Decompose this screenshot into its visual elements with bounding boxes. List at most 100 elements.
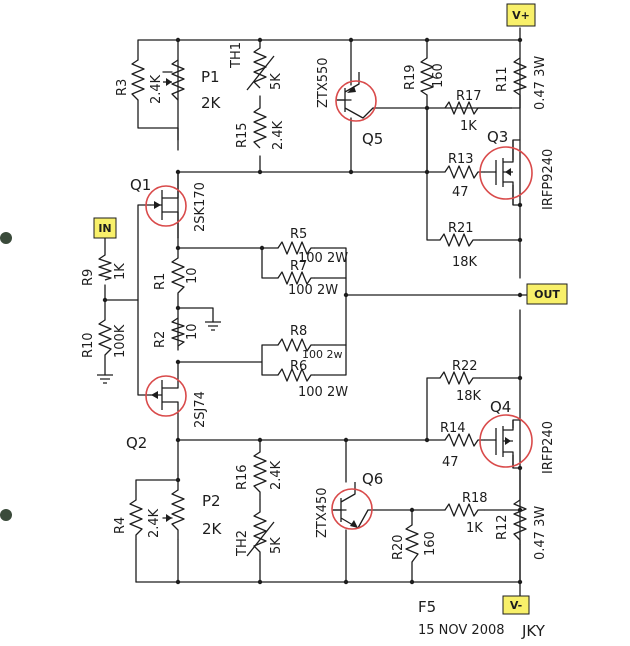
label-r8-value: 100 2w <box>302 348 343 361</box>
label-p2-name: P2 <box>202 492 221 510</box>
label-r12-value: 0.47 3W <box>533 506 548 560</box>
label-r16-name: R16 <box>235 464 250 490</box>
potentiometer-p1 <box>163 59 185 101</box>
output-tag: OUT <box>526 283 568 305</box>
input-tag: IN <box>93 217 117 239</box>
title-block: F5 15 NOV 2008 JKY <box>418 598 546 640</box>
label-r6-value: 100 2W <box>298 385 348 400</box>
label-r18-name: R18 <box>462 491 488 506</box>
label-q5-part: ZTX550 <box>316 57 331 108</box>
resistor-r3 <box>131 59 145 101</box>
label-p1-value: 2K <box>201 94 222 112</box>
label-q2-name: Q2 <box>126 434 147 452</box>
label-r14-value: 47 <box>442 455 459 470</box>
resistor-r1 <box>171 257 185 295</box>
label-th2-value: 5K <box>269 537 284 554</box>
label-r10-value: 100K <box>113 324 128 358</box>
label-r20-value: 160 <box>423 531 438 556</box>
label-q4-name: Q4 <box>490 398 511 416</box>
label-r7-name: R7 <box>290 259 307 274</box>
resistor-r9 <box>98 254 112 281</box>
label-r7-value: 100 2W <box>288 283 338 298</box>
resistor-r7 <box>277 271 315 285</box>
label-th2-name: TH2 <box>235 530 250 557</box>
drawing-title: F5 <box>418 598 436 616</box>
label-r2-name: R2 <box>153 331 168 348</box>
label-r17-name: R17 <box>456 89 482 104</box>
label-r9-value: 1K <box>113 263 128 280</box>
resistor-r21 <box>439 233 480 247</box>
bjt-q6 <box>331 482 373 530</box>
binder-hole <box>0 232 12 244</box>
label-p1-name: P1 <box>201 68 220 86</box>
jfet-q2 <box>145 362 187 417</box>
thermistor-th2 <box>246 511 275 560</box>
label-r3-value: 2.4K <box>149 74 164 104</box>
potentiometer-p2 <box>166 489 185 540</box>
label-r15-value: 2.4K <box>271 120 286 150</box>
resistor-r10 <box>98 319 112 356</box>
label-r11-value: 0.47 3W <box>533 56 548 110</box>
ground-symbol <box>205 321 221 331</box>
bjt-q5 <box>335 72 377 122</box>
resistor-r4 <box>129 499 143 540</box>
junction-dots <box>102 37 523 585</box>
label-r8-name: R8 <box>290 324 307 339</box>
svg-text:V-: V- <box>510 599 522 612</box>
resistor-r5 <box>277 241 315 255</box>
resistor-r15 <box>253 107 267 149</box>
svg-text:IN: IN <box>98 222 111 235</box>
label-r5-value: 100 2W <box>298 251 348 266</box>
label-q2-part: 2SJ74 <box>193 391 208 428</box>
label-r1-value: 10 <box>185 267 200 284</box>
label-r19-value: 160 <box>431 63 446 88</box>
thermistor-th1 <box>246 47 275 91</box>
binder-hole <box>0 509 12 521</box>
label-r15-name: R15 <box>235 122 250 148</box>
resistor-r13 <box>444 165 485 179</box>
label-r6-name: R6 <box>290 359 307 374</box>
label-r10-name: R10 <box>81 332 96 358</box>
label-th1-name: TH1 <box>229 42 244 69</box>
rail-tag-positive: V+ <box>506 3 536 27</box>
label-r13-value: 47 <box>452 185 469 200</box>
svg-text:OUT: OUT <box>534 288 560 301</box>
label-q1-part: 2SK170 <box>193 182 208 232</box>
label-r3-name: R3 <box>115 79 130 96</box>
resistor-r12 <box>513 499 527 545</box>
label-q3-name: Q3 <box>487 128 508 146</box>
label-q6-part: ZTX450 <box>315 487 330 538</box>
label-q3-part: IRFP9240 <box>541 149 556 210</box>
label-p2-value: 2K <box>202 520 223 538</box>
label-r22-name: R22 <box>452 359 478 374</box>
resistor-r22 <box>439 371 480 385</box>
drawing-date: 15 NOV 2008 <box>418 623 505 638</box>
resistor-r8 <box>277 338 315 352</box>
label-r19-name: R19 <box>403 64 418 90</box>
label-r5-name: R5 <box>290 227 307 242</box>
svg-text:V+: V+ <box>512 9 530 22</box>
label-r18-value: 1K <box>466 521 483 536</box>
resistor-r6 <box>277 368 315 382</box>
resistor-r14 <box>444 433 485 447</box>
label-r20-name: R20 <box>391 534 406 560</box>
label-r11-name: R11 <box>495 66 510 92</box>
resistor-r16 <box>253 451 267 500</box>
resistor-r19 <box>420 57 434 96</box>
resistor-r11 <box>513 57 527 100</box>
resistor-r2 <box>171 317 185 347</box>
label-r22-value: 18K <box>456 389 482 404</box>
jfet-q1 <box>145 172 187 238</box>
label-r4-name: R4 <box>113 517 128 534</box>
label-r1-name: R1 <box>153 273 168 290</box>
rail-tag-negative: V- <box>502 595 530 615</box>
label-r2-value: 10 <box>185 323 200 340</box>
label-r21-value: 18K <box>452 255 478 270</box>
component-labels: R3 2.4K P1 2K TH1 5K R15 2.4K ZTX550 Q5 … <box>81 42 556 560</box>
label-q6-name: Q6 <box>362 470 383 488</box>
label-r14-name: R14 <box>440 421 466 436</box>
label-th1-value: 5K <box>269 73 284 90</box>
mosfet-q3 <box>479 140 533 205</box>
label-r4-value: 2.4K <box>147 508 162 538</box>
